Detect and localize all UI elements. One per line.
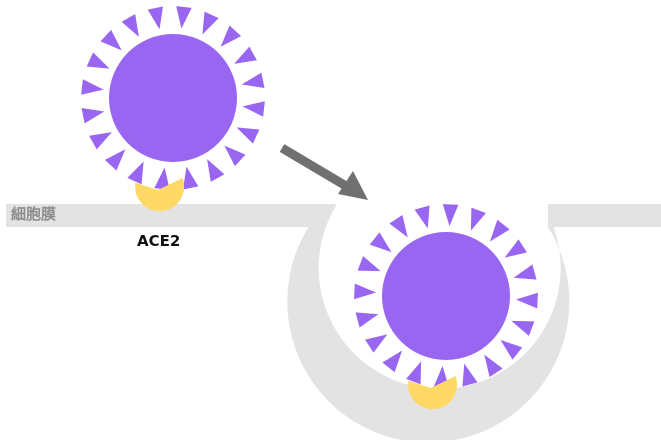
spike-protein bbox=[484, 354, 503, 377]
spike-protein bbox=[81, 79, 104, 95]
ace2-receptor bbox=[408, 376, 458, 410]
spike-protein bbox=[470, 207, 486, 231]
spike-protein bbox=[147, 6, 163, 30]
spike-protein bbox=[365, 334, 388, 353]
spike-protein bbox=[100, 29, 122, 51]
ace2-label: ACE2 bbox=[137, 232, 180, 250]
spike-protein bbox=[355, 312, 379, 328]
spike-protein bbox=[389, 215, 408, 238]
spike-protein bbox=[176, 6, 192, 29]
spike-protein bbox=[513, 264, 537, 280]
spike-protein bbox=[489, 219, 510, 242]
spike-protein bbox=[236, 127, 260, 144]
spike-protein bbox=[357, 256, 381, 272]
spike-protein bbox=[121, 14, 139, 37]
virus-entering bbox=[354, 204, 538, 388]
virus-spikes bbox=[354, 204, 538, 388]
virus-core bbox=[382, 232, 510, 360]
spike-protein bbox=[127, 161, 144, 185]
spike-protein bbox=[500, 339, 523, 360]
spike-protein bbox=[242, 101, 265, 117]
spike-protein bbox=[154, 167, 170, 190]
spike-protein bbox=[202, 11, 219, 35]
spike-protein bbox=[81, 108, 105, 124]
virus-spikes bbox=[81, 6, 265, 190]
cell-membrane bbox=[6, 204, 661, 440]
spike-protein bbox=[504, 239, 527, 258]
movement-arrow bbox=[279, 144, 368, 200]
spike-protein bbox=[369, 232, 392, 253]
spike-protein bbox=[89, 132, 112, 150]
spike-protein bbox=[354, 283, 377, 300]
spike-protein bbox=[183, 166, 199, 190]
spike-protein bbox=[406, 361, 422, 385]
ace2-receptor bbox=[135, 178, 185, 212]
spike-protein bbox=[104, 149, 126, 171]
spike-protein bbox=[442, 204, 459, 227]
spike-protein bbox=[86, 52, 110, 69]
spike-protein bbox=[511, 320, 535, 336]
virus-core bbox=[109, 34, 237, 162]
membrane-left-segment bbox=[6, 204, 321, 227]
spike-protein bbox=[462, 363, 478, 387]
spike-protein bbox=[234, 46, 257, 64]
spike-protein bbox=[515, 292, 538, 309]
spike-protein bbox=[207, 159, 225, 182]
membrane-right-segment bbox=[548, 204, 661, 227]
spike-protein bbox=[382, 350, 403, 373]
spike-protein bbox=[414, 205, 430, 229]
arrow-head bbox=[338, 171, 368, 200]
membrane-label: 細胞膜 bbox=[11, 205, 56, 223]
spike-protein bbox=[220, 25, 242, 47]
arrow-shaft bbox=[279, 144, 349, 190]
virus-approaching bbox=[81, 6, 265, 190]
spike-protein bbox=[241, 72, 265, 88]
membrane-invagination bbox=[287, 204, 570, 440]
spike-protein bbox=[224, 145, 246, 167]
